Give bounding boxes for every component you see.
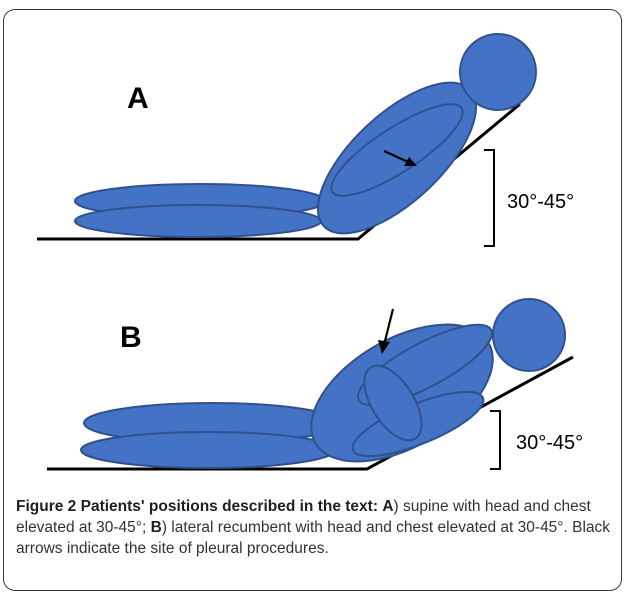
panel-a: A 30°-45° bbox=[37, 34, 574, 258]
panel-b: B 30°-45° bbox=[47, 296, 583, 490]
panel-a-letter: A bbox=[127, 82, 149, 115]
panel-a-lower-leg bbox=[75, 205, 321, 237]
panel-b-letter: B bbox=[120, 321, 142, 354]
figure-caption: Figure 2 Patients' positions described i… bbox=[16, 496, 616, 559]
panel-a-angle-label: 30°-45° bbox=[507, 191, 574, 213]
panel-b-lower-leg bbox=[81, 432, 335, 468]
caption-title: Patients' positions described in the tex… bbox=[81, 498, 378, 515]
panel-b-angle-bracket bbox=[490, 411, 500, 469]
panel-a-angle-bracket bbox=[484, 150, 494, 246]
panel-b-head bbox=[493, 299, 565, 371]
caption-letter-a: A bbox=[382, 498, 393, 515]
caption-letter-b: B bbox=[151, 519, 162, 536]
panel-a-head bbox=[460, 34, 536, 110]
caption-figure-label: Figure 2 bbox=[16, 498, 76, 515]
panel-b-angle-label: 30°-45° bbox=[516, 432, 583, 454]
